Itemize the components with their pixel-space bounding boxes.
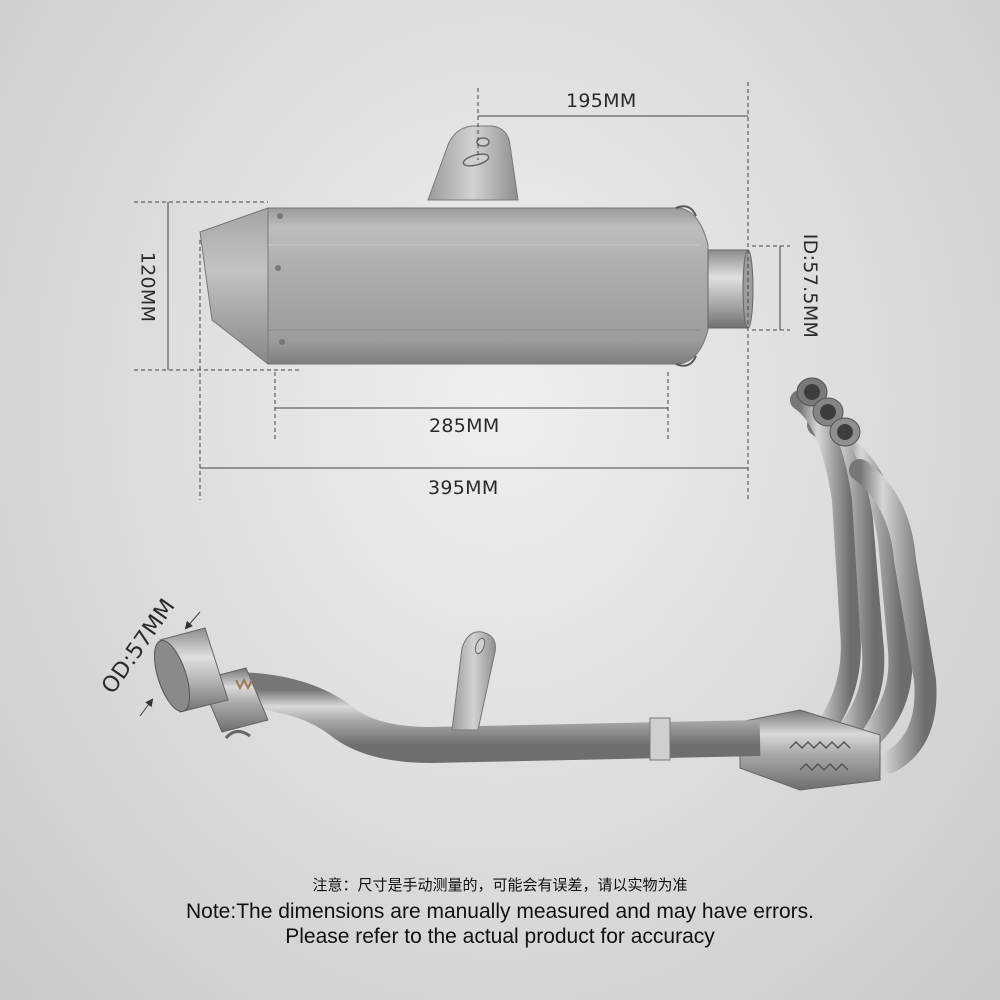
note-english-line2: Please refer to the actual product for a… — [285, 925, 715, 948]
dimension-inner-diameter: ID:57.5MM — [799, 233, 822, 339]
dimension-lines — [134, 82, 790, 717]
rivet — [277, 213, 283, 219]
note-chinese: 注意：尺寸是手动测量的，可能会有误差，请以实物为准 — [312, 876, 688, 894]
muffler — [199, 125, 754, 367]
rivet — [279, 339, 285, 345]
muffler-outlet-pipe — [707, 249, 749, 329]
pipe-clamp — [649, 717, 671, 761]
dimension-top-width: 195MM — [566, 90, 637, 112]
rivet — [275, 265, 281, 271]
dimension-height: 120MM — [136, 251, 159, 323]
dimension-total-length: 395MM — [428, 477, 499, 499]
link-pipe — [153, 377, 937, 791]
dimension-body-length: 285MM — [429, 415, 500, 437]
link-pipe-bracket — [451, 631, 496, 731]
note-english-line1: Note:The dimensions are manually measure… — [186, 900, 814, 923]
